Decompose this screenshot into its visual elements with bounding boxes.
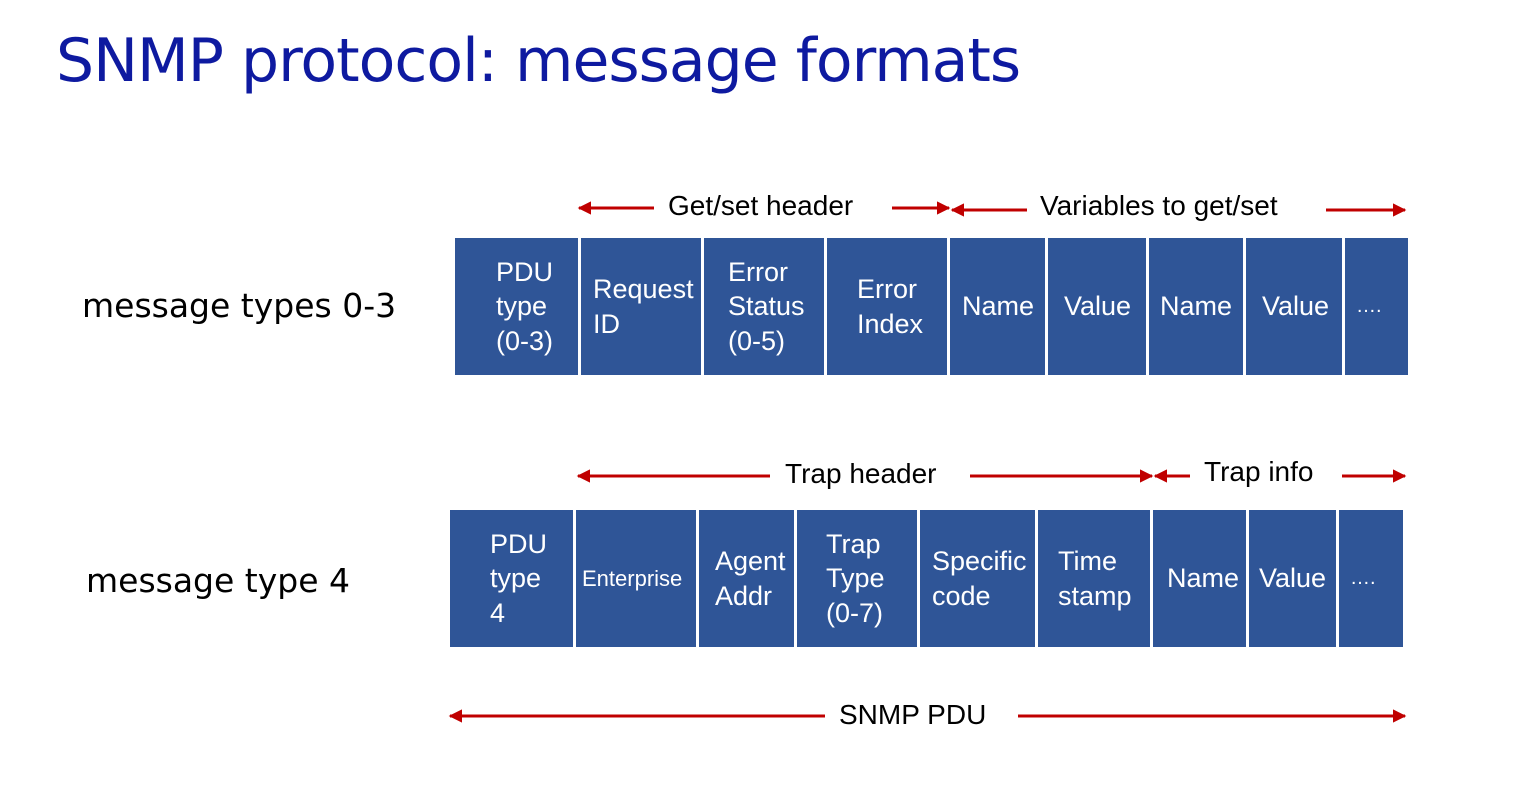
pdu-field-name: Name (1149, 238, 1243, 375)
variables-label: Variables to get/set (1040, 190, 1278, 221)
pdu-field-request-id: Request ID (581, 238, 701, 375)
row-label-type-4: message type 4 (86, 561, 350, 600)
pdu-field-error-status: Error Status (0-5) (704, 238, 824, 375)
row-label-types-0-3: message types 0-3 (82, 286, 397, 325)
trap-info-label: Trap info (1204, 456, 1314, 487)
pdu-field-name: Name (1153, 510, 1246, 647)
snmp-pdu-label: SNMP PDU (839, 699, 987, 730)
pdu-row-types-0-3: PDU type (0-3) Request ID Error Status (… (455, 238, 1408, 375)
pdu-field-pdu-type: PDU type 4 (450, 510, 573, 647)
pdu-field-enterprise: Enterprise (576, 510, 696, 647)
page-title: SNMP protocol: message formats (56, 26, 1021, 96)
pdu-field-name: Name (950, 238, 1045, 375)
pdu-field-pdu-type: PDU type (0-3) (455, 238, 578, 375)
get-set-header-label: Get/set header (668, 190, 854, 221)
pdu-field-ellipsis: …. (1345, 238, 1408, 375)
pdu-field-error-index: Error Index (827, 238, 947, 375)
pdu-field-ellipsis: …. (1339, 510, 1403, 647)
pdu-row-type-4: PDU type 4 Enterprise Agent Addr Trap Ty… (450, 510, 1403, 647)
pdu-field-agent-addr: Agent Addr (699, 510, 794, 647)
pdu-field-time-stamp: Time stamp (1038, 510, 1150, 647)
pdu-field-value: Value (1249, 510, 1336, 647)
pdu-field-value: Value (1048, 238, 1146, 375)
pdu-field-specific-code: Specific code (920, 510, 1035, 647)
pdu-field-value: Value (1246, 238, 1342, 375)
pdu-field-trap-type: Trap Type (0-7) (797, 510, 917, 647)
trap-header-label: Trap header (785, 458, 937, 489)
